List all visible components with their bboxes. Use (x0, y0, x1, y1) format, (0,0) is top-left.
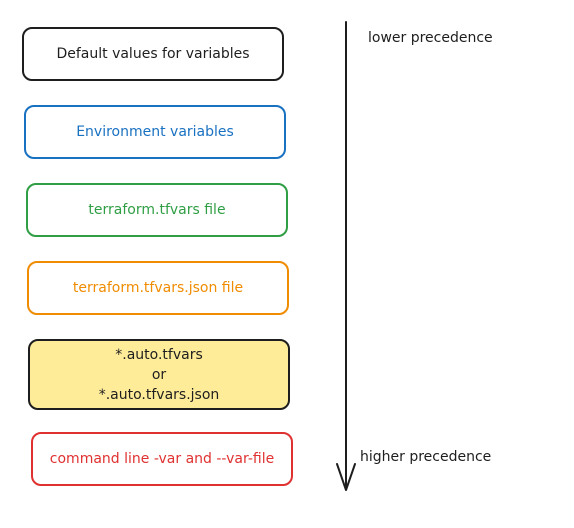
default-values-label: Default values for variables (56, 46, 250, 62)
auto-tfvars-box: *.auto.tfvars or *.auto.tfvars.json (28, 339, 290, 410)
auto-tfvars-line-2: or (151, 366, 167, 383)
terraform-tfvars-json-box: terraform.tfvars.json file (27, 261, 289, 315)
terraform-tfvars-box: terraform.tfvars file (26, 183, 288, 237)
auto-tfvars-line-1: *.auto.tfvars (115, 346, 203, 363)
precedence-arrow (336, 21, 356, 491)
environment-variables-label: Environment variables (76, 124, 234, 140)
terraform-tfvars-label: terraform.tfvars file (88, 202, 226, 218)
terraform-tfvars-json-label: terraform.tfvars.json file (72, 280, 244, 296)
lower-precedence-label: lower precedence (368, 30, 493, 46)
command-line-box: command line -var and --var-file (31, 432, 293, 486)
higher-precedence-label: higher precedence (360, 449, 492, 465)
arrow-head-icon (336, 463, 356, 491)
command-line-label: command line -var and --var-file (49, 451, 275, 467)
default-values-box: Default values for variables (22, 27, 284, 81)
auto-tfvars-line-3: *.auto.tfvars.json (98, 386, 220, 403)
environment-variables-box: Environment variables (24, 105, 286, 159)
